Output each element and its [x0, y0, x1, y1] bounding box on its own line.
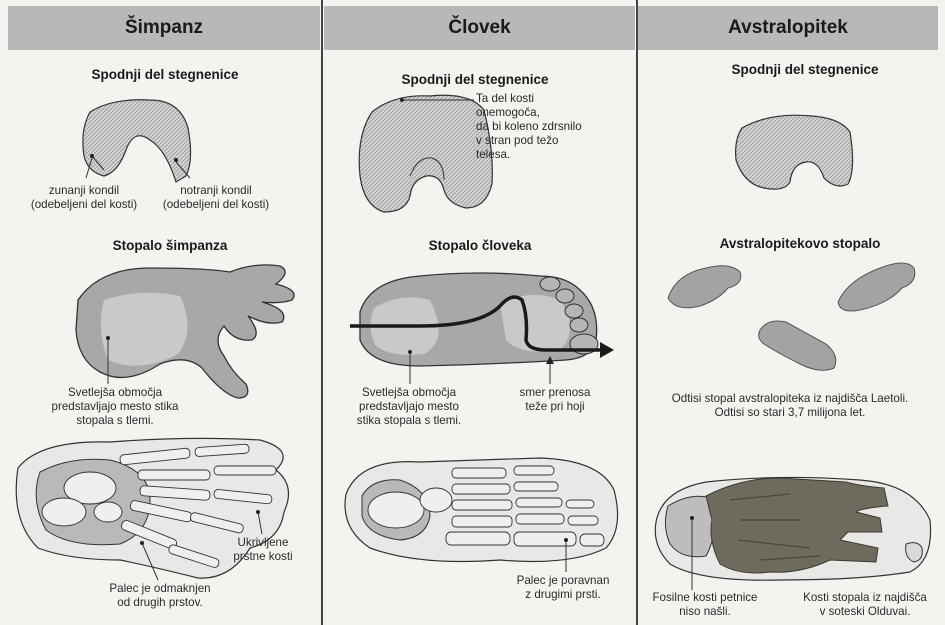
chimp-inner-condyle-label: notranji kondil (odebeljeni del kosti)	[150, 184, 282, 212]
chimp-foot-title: Stopalo šimpanza	[60, 238, 280, 253]
chimp-thumb-note: Palec je odmaknjen od drugih prstov.	[80, 582, 240, 610]
laetoli-footprints	[668, 263, 915, 370]
human-femur-illustration	[359, 95, 492, 212]
olduvai-bones-note: Kosti stopala iz najdišča v soteski Oldu…	[790, 591, 940, 619]
australopithecus-foot-title: Avstralopitekovo stopalo	[680, 236, 920, 251]
human-weight-note: smer prenosa teže pri hoji	[500, 386, 610, 414]
chimp-foot-illustration	[76, 265, 294, 398]
human-thumb-note: Palec je poravnan z drugimi prsti.	[498, 574, 628, 602]
chimp-outer-condyle-label: zunanji kondil (odebeljeni del kosti)	[24, 184, 144, 212]
chimp-femur-title: Spodnji del stegnenice	[30, 67, 300, 82]
human-foot-note: Svetlejša območja predstavljajo mesto st…	[344, 386, 474, 428]
human-femur-title: Spodnji del stegnenice	[350, 72, 600, 87]
australopithecus-femur-illustration	[736, 115, 853, 189]
chimp-femur-illustration	[83, 100, 191, 182]
chimp-foot-note: Svetlejša območja predstavljajo mesto st…	[30, 386, 200, 428]
olduvai-fossil-foot	[655, 477, 930, 590]
heel-note: Fosilne kosti petnice niso našli.	[640, 591, 770, 619]
human-foot-skeleton	[345, 458, 618, 572]
laetoli-prints-note: Odtisi stopal avstralopiteka iz najdišča…	[640, 392, 940, 420]
human-femur-note: Ta del kosti onemogoča, da bi koleno zdr…	[476, 92, 626, 162]
australopithecus-femur-title: Spodnji del stegnenice	[690, 62, 920, 77]
chimp-curved-note: Ukrivljene prstne kosti	[218, 536, 308, 564]
human-foot-illustration	[350, 273, 614, 384]
human-foot-title: Stopalo človeka	[380, 238, 580, 253]
